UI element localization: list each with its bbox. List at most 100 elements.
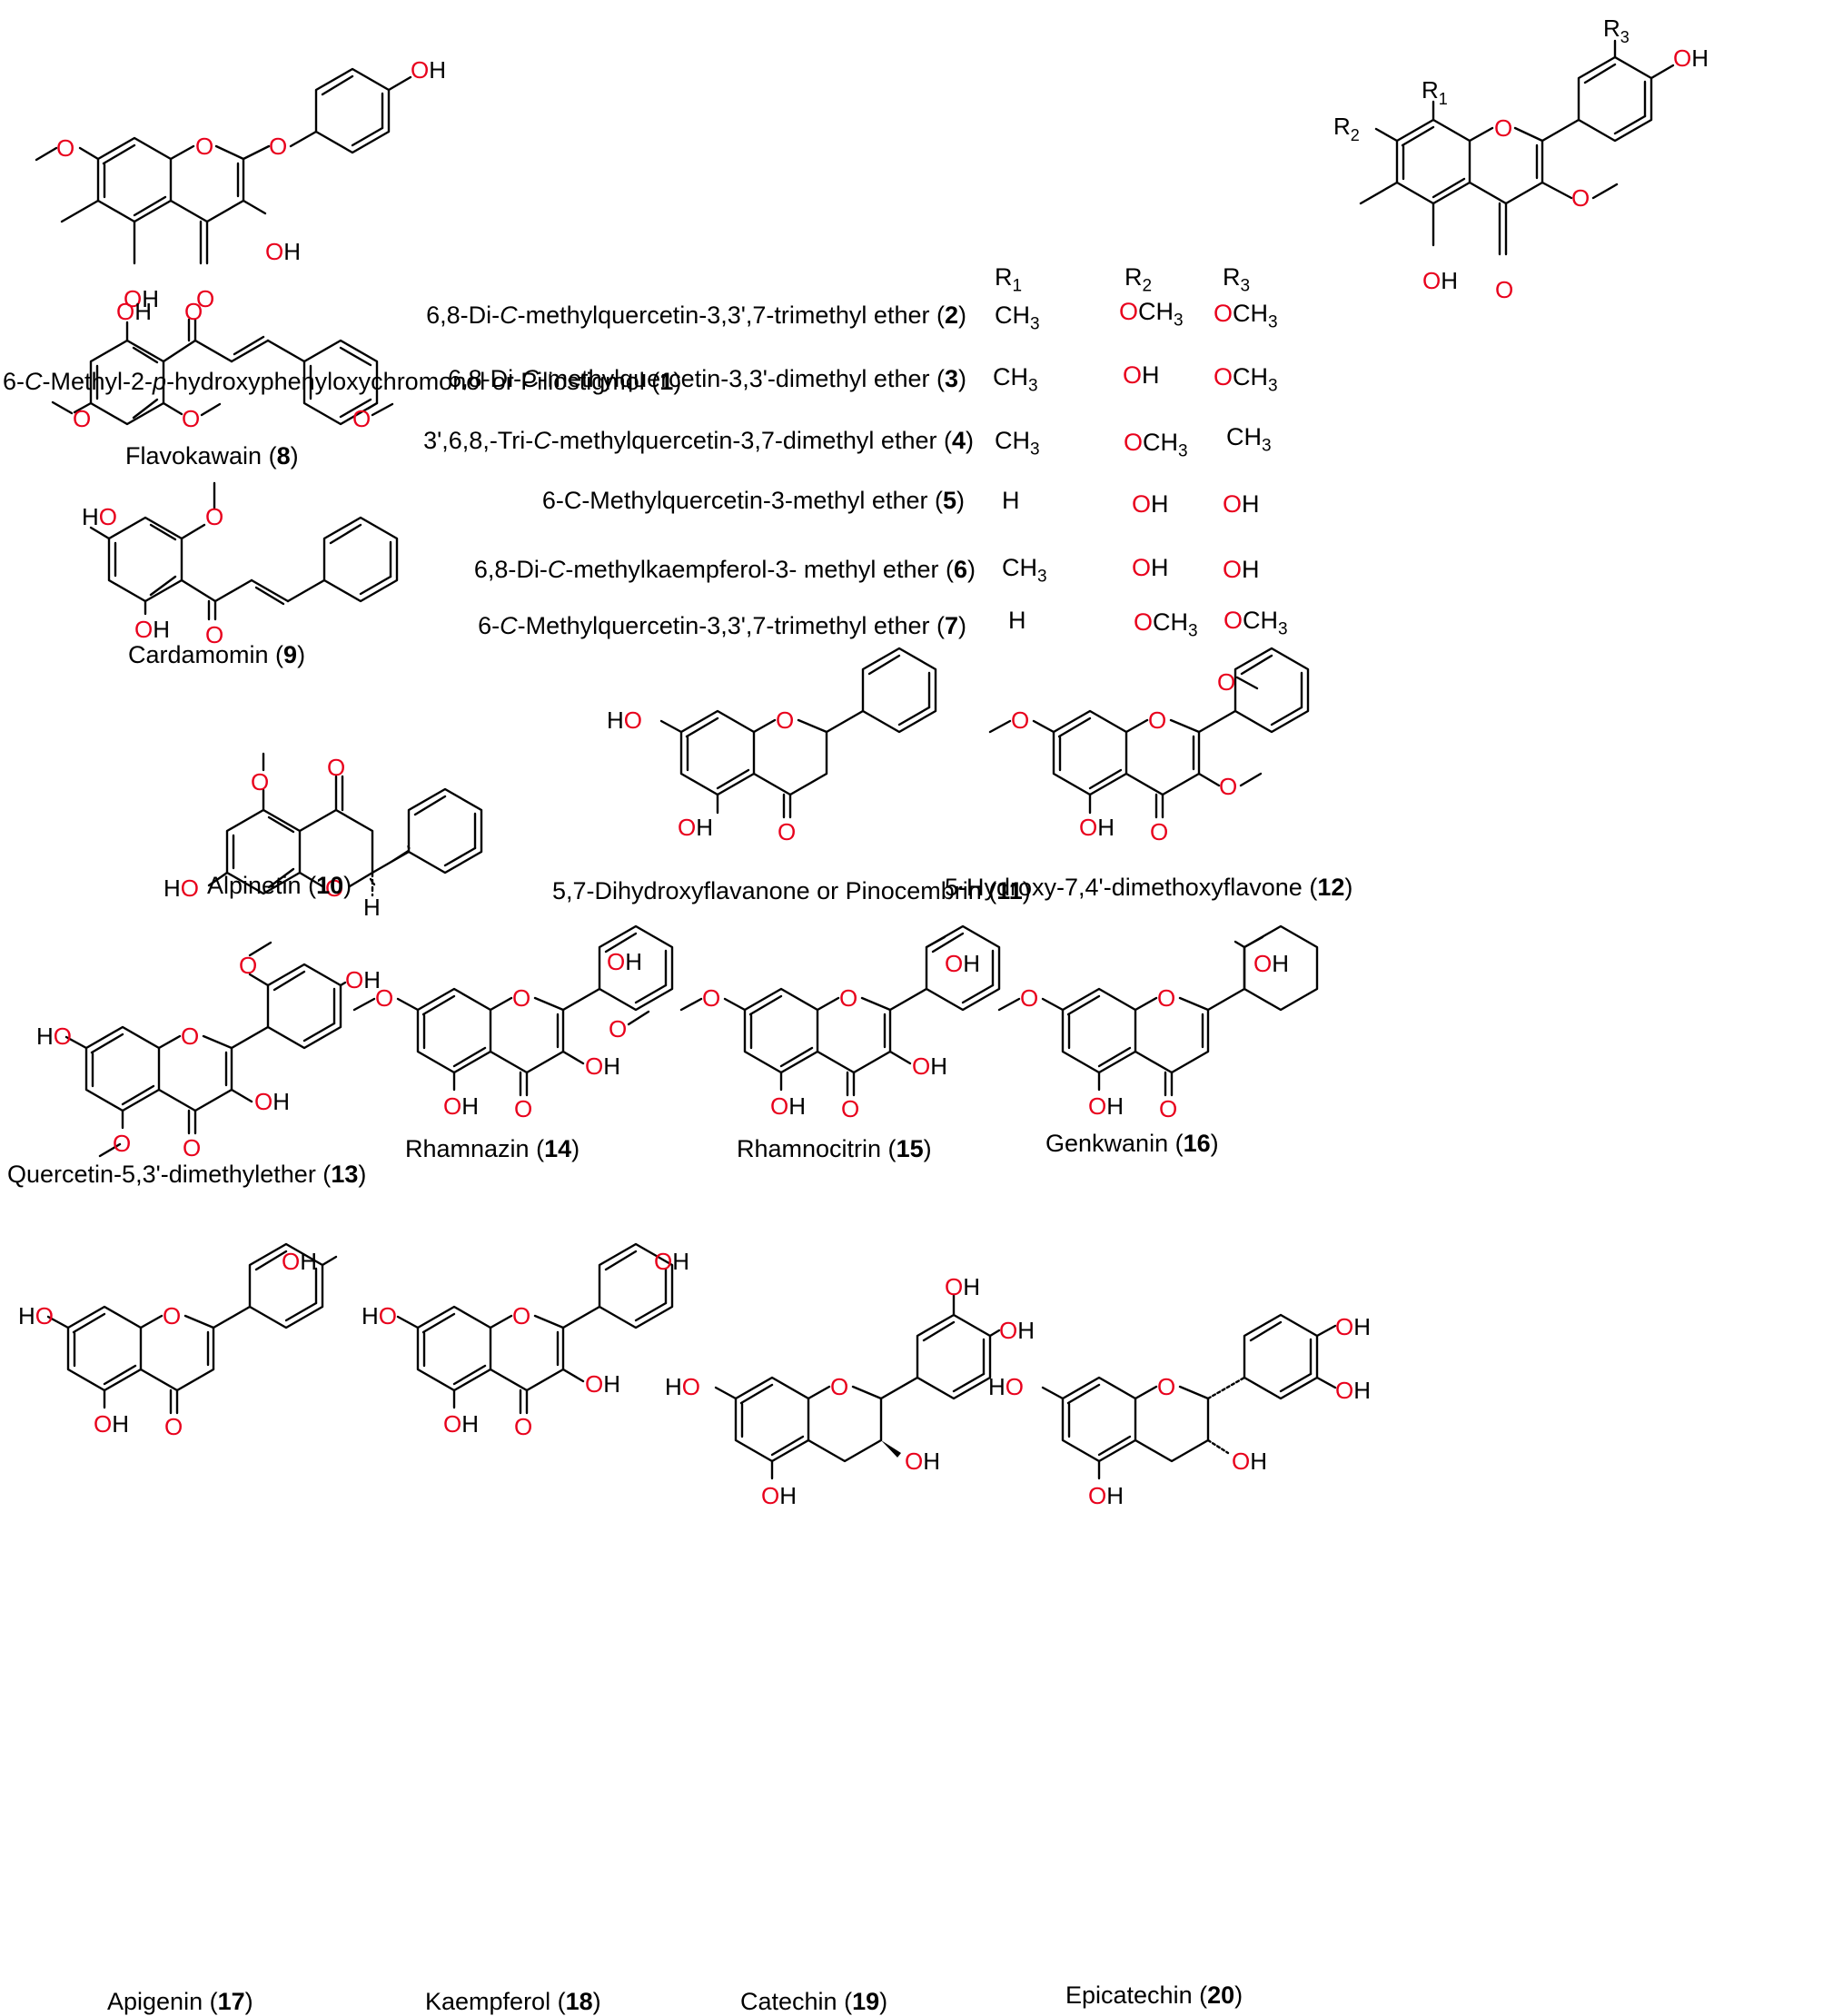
structure-1: O O O O OH OH OH [35,56,446,312]
label-compound-8: Flavokawain (8) [125,442,299,469]
structure-general-2-7: O O O OH OH R1 R2 R3 [1333,15,1709,303]
table-row-r2: OH [1132,554,1169,581]
table-row-r2: OH [1123,361,1160,389]
label-compound-1: 6-C-Methyl-2-p-hydroxyphenyloxychromonol… [3,368,682,395]
hydroxyl: OH [443,1092,479,1120]
hydroxyl: OH [1232,1448,1267,1475]
methoxy-oxygen: O [609,1015,627,1043]
structure-13: O O O O HO OH OH [36,941,381,1161]
hydroxyl: HO [36,1023,72,1050]
hydroxyl-3: OH [265,238,301,265]
hydroxyl-5: OH [124,285,159,312]
table-row-name: 6,8-Di-C-methylkaempferol-3- methyl ethe… [473,556,976,583]
hydroxyl: OH [770,1092,806,1120]
hydroxyl: HO [82,503,117,530]
table-row-r3: OH [1223,490,1260,518]
hydroxyl: HO [988,1373,1024,1400]
carbonyl-oxygen: O [841,1095,859,1122]
table-row-name: 3',6,8,-Tri-C-methylquercetin-3,7-dimeth… [423,427,974,454]
methoxy-oxygen: O [239,952,257,979]
table-row-r3: OCH3 [1224,607,1288,639]
ring-oxygen: O [839,984,857,1012]
table-row-r1: CH3 [993,363,1038,396]
hydroxyl: HO [607,707,642,734]
hydroxyl: OH [1079,814,1115,841]
carbonyl-oxygen: O [164,1413,183,1440]
methoxy-oxygen: O [113,1130,131,1157]
methoxy-oxygen: O [182,405,200,432]
stereo-hydrogen: H [363,894,381,921]
hydroxyl: OH [585,1052,620,1080]
ring-oxygen: O [195,133,213,160]
hydroxyl: OH [999,1317,1035,1344]
label-compound-16: Genkwanin (16) [1045,1130,1219,1157]
ring-oxygen: O [181,1023,199,1050]
hydroxyl: OH [443,1410,479,1438]
table-row-r3: OH [1223,556,1260,583]
hydroxyl-5: OH [1422,267,1458,294]
hydroxyl: OH [254,1088,290,1115]
hydroxyl: OH [134,616,170,643]
label-compound-12: 5-Hydroxy-7,4'-dimethoxyflavone (12) [945,874,1353,901]
structure-14-ring-b-subst: OH O [607,948,650,1043]
table-header-r1: R1 [995,263,1023,296]
structure-18-oh: OH [654,1248,689,1275]
label-compound-20: Epicatechin (20) [1065,1981,1243,2009]
ring-oxygen: O [325,875,343,902]
r3-label: R3 [1603,15,1630,46]
table-row-r1: H [1002,487,1020,514]
hydroxyl: OH [1335,1377,1371,1404]
structure-17-oh: OH [282,1248,317,1275]
methoxy-oxygen: O [352,405,371,432]
methoxy-oxygen: O [375,984,393,1012]
structure-19-catechol: OH OH [945,1273,1035,1344]
carbonyl-oxygen: O [1150,818,1168,845]
table-row-r2: OCH3 [1134,608,1198,641]
hydroxyl: OH [1335,1313,1371,1340]
hydroxyl: OH [585,1370,620,1398]
r1-label: R1 [1422,76,1448,108]
hydroxyl: OH [945,1273,980,1300]
table-row-r3: OCH3 [1214,363,1278,396]
table-row-name: 6,8-Di-C-methylquercetin-3,3',7-trimethy… [426,301,966,329]
hydroxyl: OH [345,966,381,993]
structure-16-ring-b: OH [1233,935,1289,991]
carbonyl-oxygen: O [327,754,345,781]
table-row-r1: H [1008,607,1026,634]
hydroxyl: OH [912,1052,947,1080]
table-row-r2: OH [1132,490,1169,518]
hydroxyl: OH [678,814,713,841]
r2-label: R2 [1333,113,1360,144]
structure-8: O OH [73,298,379,426]
methoxy-oxygen: O [205,503,223,530]
hydroxyl: OH [945,950,980,977]
table-header-r2: R2 [1125,263,1153,296]
methoxy-oxygen: O [251,768,269,796]
hydroxyl: OH [116,298,152,325]
hydroxyl: HO [665,1373,700,1400]
methoxy-oxygen: O [1219,773,1237,800]
hydroxyl: OH [282,1248,317,1275]
carbonyl-oxygen: O [184,298,203,325]
hydroxyl: OH [654,1248,689,1275]
structure-9: O O HO OH [82,481,399,648]
structure-15-oh: OH [925,935,980,977]
table-row-r1: CH3 [1002,554,1047,587]
ring-oxygen: O [512,1302,530,1329]
ring-oxygen: O [163,1302,181,1329]
structure-14: O O O OH OH [352,924,674,1122]
ring-oxygen: O [1148,707,1166,734]
carbonyl-oxygen: O [514,1095,532,1122]
table-row-r3: CH3 [1226,423,1272,456]
carbonyl-oxygen: O [196,285,214,312]
structure-20: O HO OH OH [988,1313,1319,1509]
label-compound-17: Apigenin (17) [107,1988,253,2015]
table-row-r2: OCH3 [1119,298,1184,331]
structure-18: O O HO OH OH [362,1242,674,1440]
carbonyl-oxygen: O [205,621,223,648]
table-row-name: 6,8-Di-C-methylquercetin-3,3'-dimethyl e… [448,365,966,392]
structure-8-methoxy: O O O [51,400,394,432]
table-row-r1: CH3 [995,427,1040,460]
ring-oxygen: O [512,984,530,1012]
